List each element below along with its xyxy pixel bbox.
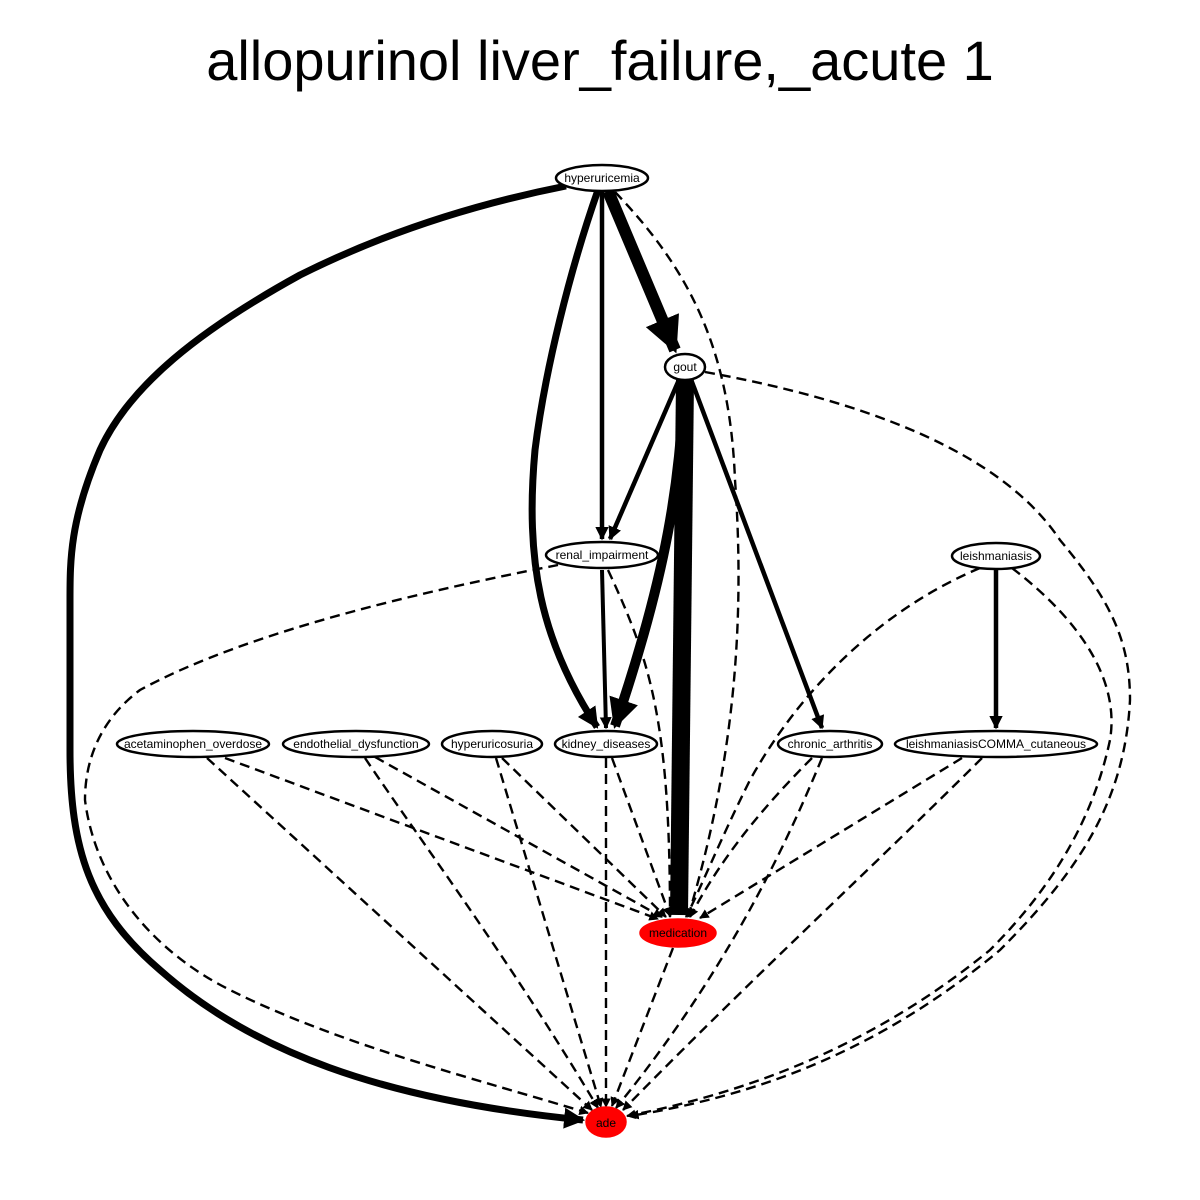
edge-renal_impairment-ade (83, 563, 589, 1116)
node-label: chronic_arthritis (788, 737, 873, 751)
edge-hyperuricemia-ade (66, 182, 586, 1129)
node-label: kidney_diseases (562, 737, 651, 751)
edge-kidney_diseases-medication (610, 757, 672, 917)
edge-hyperuricemia-medication (614, 191, 740, 918)
node-ade[interactable]: ade (585, 1106, 627, 1138)
node-label: hyperuricemia (564, 171, 640, 185)
edge-leishmaniasis-medication (684, 566, 981, 918)
node-endothelial_dysfunction[interactable]: endothelial_dysfunction (281, 729, 431, 759)
edge-renal_impairment-kidney_diseases (599, 569, 612, 730)
node-medication[interactable]: medication (639, 918, 717, 948)
edge-renal_impairment-medication (606, 569, 675, 918)
diagram-title: allopurinol liver_failure,_acute 1 (206, 29, 994, 92)
edge-hyperuricemia-kidney_diseases (528, 188, 602, 729)
edge-gout-kidney_diseases (609, 384, 689, 729)
node-leishmaniasis_cutaneous[interactable]: leishmaniasisCOMMA_cutaneous (893, 729, 1099, 759)
edge-chronic_arthritis-medication (688, 757, 813, 918)
edge-gout-medication (670, 379, 694, 916)
node-label: endothelial_dysfunction (293, 737, 418, 751)
edge-medication-ade (610, 947, 675, 1107)
node-label: acetaminophen_overdose (124, 737, 262, 751)
node-label: hyperuricosuria (451, 737, 533, 751)
node-label: ade (596, 1116, 616, 1130)
node-hyperuricosuria[interactable]: hyperuricosuria (440, 729, 544, 759)
node-label: leishmaniasisCOMMA_cutaneous (906, 737, 1086, 751)
node-label: gout (673, 360, 697, 374)
edge-hyperuricosuria-medication (501, 757, 667, 918)
edge-leishmaniasis_cutaneous-medication (699, 756, 963, 920)
node-label: medication (649, 926, 707, 940)
edge-hyperuricosuria-ade (494, 757, 604, 1108)
edge-endothelial_dysfunction-medication (374, 755, 663, 919)
edge-endothelial_dysfunction-ade (364, 757, 600, 1109)
edge-chronic_arthritis-ade (615, 757, 824, 1109)
edge-gout-chronic_arthritis (689, 381, 825, 730)
edge-acetaminophen_overdose-ade (206, 757, 593, 1111)
edge-leishmaniasis-ade (626, 567, 1113, 1120)
edge-acetaminophen_overdose-medication (224, 756, 659, 921)
node-renal_impairment[interactable]: renal_impairment (544, 540, 660, 570)
node-kidney_diseases[interactable]: kidney_diseases (553, 729, 659, 759)
edge-gout-ade (629, 370, 1132, 1120)
node-chronic_arthritis[interactable]: chronic_arthritis (776, 729, 884, 759)
node-label: leishmaniasis (960, 549, 1032, 563)
node-leishmaniasis[interactable]: leishmaniasis (950, 541, 1042, 571)
edge-gout-renal_impairment (607, 381, 681, 541)
node-hyperuricemia[interactable]: hyperuricemia (554, 163, 650, 193)
node-gout[interactable]: gout (663, 352, 707, 382)
node-label: renal_impairment (556, 548, 649, 562)
edge-hyperuricemia-gout (602, 188, 681, 354)
node-acetaminophen_overdose[interactable]: acetaminophen_overdose (115, 729, 271, 759)
